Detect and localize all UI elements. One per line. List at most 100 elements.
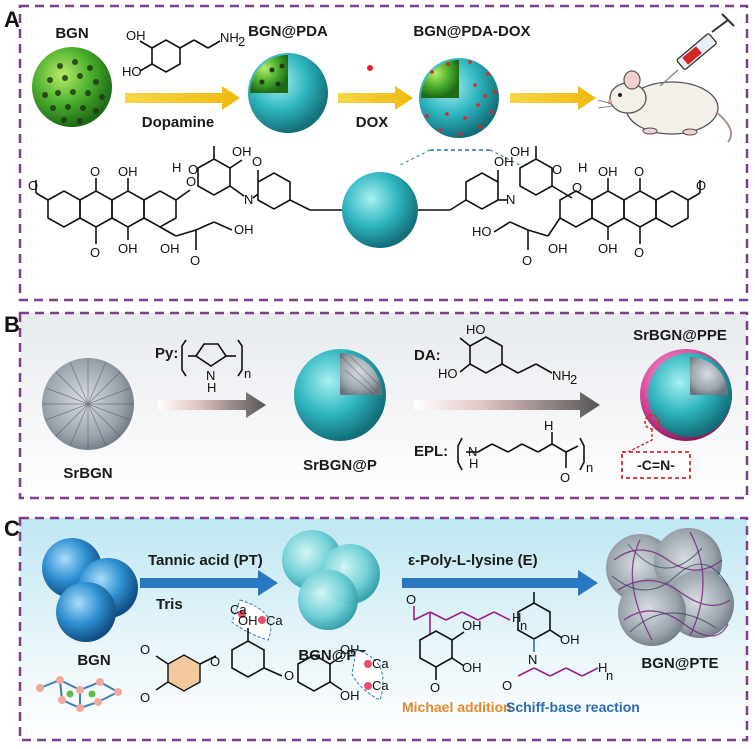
- label-bgn-c: BGN: [77, 652, 110, 669]
- label-srbgn: SrBGN: [63, 465, 112, 482]
- chem-o-sugar-right: O: [552, 162, 562, 177]
- chem-lys-o-2: O: [430, 680, 440, 695]
- imine-callout-box: [621, 451, 691, 479]
- label-poly-lysine: ε-Poly-L-lysine (E): [408, 552, 538, 569]
- bgn-pte-cluster-icon: [606, 528, 734, 646]
- lysine-conjugate-structure: O H n O OH OH N O H n OH: [406, 592, 613, 695]
- chem-o-right-link: O: [572, 180, 582, 195]
- chem-epl-n-sub: n: [586, 460, 593, 475]
- panel-a-letter: A: [4, 7, 20, 32]
- chem-o-left-link: O: [186, 174, 196, 189]
- chem-py-n: N: [206, 368, 215, 383]
- ca-ions-right: Ca Ca: [364, 656, 389, 693]
- chem-ho-right: HO: [472, 224, 492, 239]
- label-epl: EPL:: [414, 443, 448, 460]
- chem-epl-h2: H: [544, 418, 553, 433]
- chem-da-ho-2: HO: [438, 366, 458, 381]
- mouse-icon: [597, 70, 732, 143]
- chem-lys-o-1: O: [406, 592, 416, 607]
- chem-o-left-top: O: [90, 164, 100, 179]
- chem-ta-o-4: O: [140, 690, 150, 705]
- chem-epl-n: N: [468, 444, 477, 459]
- arrow-3-icon: [510, 86, 596, 110]
- panel-b-letter: B: [4, 312, 20, 337]
- chem-h-left: H: [172, 160, 181, 175]
- epl-structure: N H H O n: [457, 418, 593, 485]
- panel-c: C BGN Tannic acid (PT) Tris: [4, 516, 749, 742]
- label-tris: Tris: [156, 596, 183, 613]
- chem-o-right-top: O: [634, 164, 644, 179]
- bgn-pt-cluster-icon: [282, 530, 380, 630]
- label-michael: Michael addition: [402, 699, 512, 715]
- polypyrrole-structure: N H n: [181, 339, 251, 395]
- chem-lys-oh-3: OH: [560, 632, 580, 647]
- chem-h-right: H: [578, 160, 587, 175]
- chem-ta-o-2: O: [284, 668, 294, 683]
- bead-network-icon: [36, 676, 122, 712]
- label-bgn-pte: BGN@PTE: [641, 655, 718, 672]
- chem-oh: OH: [126, 28, 146, 43]
- chem-ca-1: Ca: [230, 602, 247, 617]
- panel-a: A BGN OH HO NH 2: [4, 4, 749, 302]
- label-py: Py:: [155, 345, 178, 362]
- srbgn-p-sphere-icon: [294, 349, 386, 441]
- chem-epl-o: O: [560, 470, 570, 485]
- chem-oh-right-2: OH: [598, 241, 618, 256]
- chem-oh-sugar-left: OH: [232, 144, 252, 159]
- chem-lys-h-2: H: [598, 660, 607, 675]
- chem-nh: NH: [220, 30, 239, 45]
- chem-oh-quinone-right: OH: [494, 154, 514, 169]
- chem-oh-left-3: OH: [234, 222, 254, 237]
- arrow-2-icon: [338, 86, 413, 110]
- arrow-1-icon: [125, 86, 240, 110]
- chem-lys-h-1: H: [512, 610, 521, 625]
- dox-molecule-right: OH N O H OH O OH OH O O O: [418, 144, 706, 268]
- dox-molecule-left: O O O OH OH O O OH OH OH O N H: [28, 144, 342, 268]
- chem-nh-sub: 2: [238, 34, 245, 49]
- chem-oh-right-3: OH: [548, 241, 568, 256]
- chem-o-left-bottom: O: [90, 245, 100, 260]
- arrow-c2-icon: [402, 570, 598, 596]
- chem-py-n-sub: n: [244, 366, 251, 381]
- panel-a-frame: [18, 4, 749, 302]
- arrow-b1-icon: [158, 392, 266, 418]
- chem-lys-n-2: n: [606, 668, 613, 683]
- chem-lys-oh-2: OH: [462, 660, 482, 675]
- chem-oh-sugar-right: OH: [510, 144, 530, 159]
- arrow-b2-icon: [414, 392, 600, 418]
- chem-lys-o-3: O: [502, 678, 512, 693]
- label-srbgn-p: SrBGN@P: [303, 457, 377, 474]
- chem-o-right-bottom: O: [634, 245, 644, 260]
- dox-dot-icon: [367, 65, 373, 71]
- chem-ta-o-3: O: [140, 642, 150, 657]
- chem-ta-oh-2: OH: [340, 642, 360, 657]
- chem-ta-o-1: O: [210, 654, 220, 669]
- bgn-pda-sphere-icon: [248, 53, 328, 133]
- chem-ta-oh-3: OH: [340, 688, 360, 703]
- chem-lys-oh-1: OH: [462, 618, 482, 633]
- chem-da-ho-1: HO: [466, 322, 486, 337]
- pda-core-sphere-icon: [342, 172, 418, 248]
- label-imine: -C=N-: [637, 457, 675, 473]
- chem-o-right-ketone: O: [522, 253, 532, 268]
- bgn-blue-cluster-icon: [42, 538, 138, 642]
- label-bgn-pt: BGN@PT: [298, 647, 365, 664]
- chem-py-h: H: [207, 380, 216, 395]
- syringe-icon: [659, 13, 735, 87]
- chem-o-methoxy-left: O: [28, 178, 38, 193]
- chem-da-nh: NH: [552, 368, 571, 383]
- chem-o-sugar-left: O: [188, 162, 198, 177]
- tannic-acid-structure: O OH O OH OH O O: [140, 613, 360, 705]
- label-dopamine: Dopamine: [142, 114, 215, 131]
- chem-o-quinone-left: O: [252, 154, 262, 169]
- chem-oh-left-2: OH: [118, 241, 138, 256]
- chem-ca-2: Ca: [266, 613, 283, 628]
- chem-oh-left-4: OH: [160, 241, 180, 256]
- chem-schiff-n: N: [528, 652, 537, 667]
- chem-n-right: N: [506, 192, 515, 207]
- chem-ta-oh-1: OH: [238, 613, 258, 628]
- chem-oh-right-1: OH: [598, 164, 618, 179]
- label-bgn-pda-dox: BGN@PDA-DOX: [413, 23, 530, 40]
- panel-c-letter: C: [4, 516, 20, 541]
